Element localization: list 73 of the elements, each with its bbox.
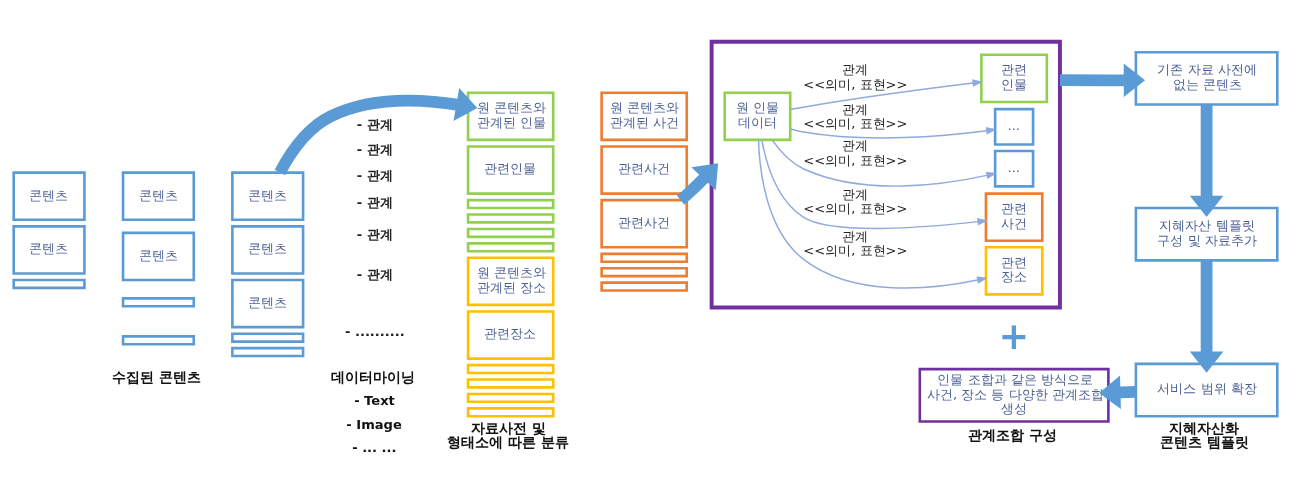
arrow <box>771 139 998 187</box>
arrow <box>676 162 719 205</box>
node-box: 콘텐츠 <box>231 170 305 221</box>
node-box: 관련 장소 <box>984 245 1044 296</box>
label: 수집된 콘텐츠 <box>111 368 201 385</box>
node-box: 콘텐츠 <box>231 278 305 328</box>
node-box <box>466 392 555 403</box>
label: 자료사전 및 형태소에 따른 분류 <box>447 419 570 450</box>
arrow <box>1099 375 1136 409</box>
node-box <box>466 227 555 238</box>
node-box: 관련 인물 <box>980 53 1049 103</box>
node-box: 지혜자산 템플릿 구성 및 자료추가 <box>1134 206 1279 262</box>
node-box <box>600 252 689 263</box>
edge-label: 관계 <<의미, 표현>> <box>803 186 908 216</box>
node-box <box>600 266 689 277</box>
label: - 관계 <box>356 141 393 157</box>
node-box: 원 콘텐츠와 관계된 장소 <box>466 255 555 306</box>
edge-label: 관계 <<의미, 표현>> <box>803 228 908 258</box>
arrow <box>1189 104 1224 217</box>
node-box: 관련 사건 <box>984 191 1044 242</box>
label: - Image <box>346 416 402 432</box>
node-box: 원 콘텐츠와 관계된 인물 <box>466 90 555 141</box>
node-box: 콘텐츠 <box>12 224 86 275</box>
node-box <box>121 334 196 345</box>
label: - 관계 <box>356 194 393 210</box>
node-box: 인물 조합과 같은 방식으로 사건, 장소 등 다양한 관계조합 생성 <box>918 367 1110 423</box>
arrow <box>1189 259 1224 373</box>
node-box <box>466 363 555 374</box>
arrow <box>789 78 984 110</box>
node-box <box>466 212 555 224</box>
node-box: 콘텐츠 <box>12 170 86 221</box>
label: - 관계 <box>356 167 393 183</box>
label: + <box>998 314 1030 358</box>
node-box: 콘텐츠 <box>121 231 196 281</box>
label: 데이터마이닝 <box>330 368 415 385</box>
label: 관계조합 구성 <box>967 426 1057 443</box>
node-box: 관련인물 <box>466 144 555 195</box>
arrow <box>761 139 989 229</box>
label: - 관계 <box>356 226 393 242</box>
label: - Text <box>354 392 395 408</box>
node-box: 서비스 범위 확장 <box>1134 362 1279 417</box>
node-box <box>12 278 86 289</box>
node-box: 콘텐츠 <box>121 170 196 221</box>
node-box <box>466 377 555 389</box>
label: - .......... <box>344 323 405 339</box>
arrow <box>757 138 988 289</box>
label: 지혜자산화 콘텐츠 템플릿 <box>1160 419 1250 450</box>
edge-label: 관계 <<의미, 표현>> <box>803 101 908 131</box>
label: - 관계 <box>356 266 393 282</box>
node-box <box>231 331 305 343</box>
node-box <box>600 280 689 292</box>
node-box <box>121 296 196 308</box>
node-box: 관련사건 <box>600 144 689 195</box>
arrow <box>1059 63 1146 97</box>
edge-label: 관계 <<의미, 표현>> <box>803 61 908 92</box>
arrow <box>274 87 478 175</box>
node-box: 원 인물 데이터 <box>723 90 792 141</box>
node-box: 관련사건 <box>600 198 689 249</box>
node-box: 콘텐츠 <box>231 224 305 275</box>
edge-label: 관계 <<의미, 표현>> <box>803 137 908 168</box>
arrow <box>789 126 997 139</box>
node-box: 관련장소 <box>466 309 555 360</box>
node-box <box>466 241 555 253</box>
label: - 관계 <box>356 116 393 132</box>
node-box: ... <box>993 107 1035 146</box>
label: - ... ... <box>352 439 397 455</box>
cluster <box>709 39 1062 309</box>
node-box: 원 콘텐츠와 관계된 사건 <box>600 90 689 141</box>
node-box: ... <box>993 149 1035 188</box>
node-box <box>231 346 305 357</box>
node-box <box>466 198 555 209</box>
node-box: 기존 자료 사전에 없는 콘텐츠 <box>1134 50 1279 106</box>
node-box <box>466 406 555 417</box>
